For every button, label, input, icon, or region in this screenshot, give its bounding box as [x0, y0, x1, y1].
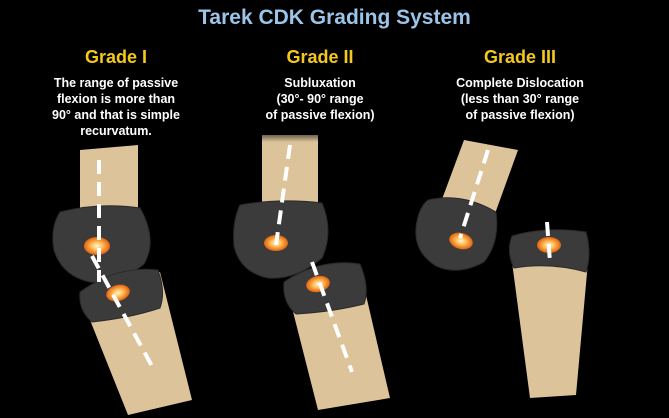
- diagram-title: Tarek CDK Grading System: [198, 6, 471, 29]
- grade-3-description: Complete Dislocation (less than 30° rang…: [456, 76, 584, 122]
- grade-1-femur-ossification-center: [84, 237, 110, 255]
- grade-1-tibia-ossification-center: [106, 284, 130, 302]
- grade-3-illustration: [415, 140, 590, 398]
- grade-2-femur-shaft: [262, 135, 318, 205]
- grade-1-description: The range of passive flexion is more tha…: [52, 76, 180, 138]
- grade-2-illustration: [233, 128, 390, 410]
- grade-3-label: Grade III: [483, 47, 557, 67]
- grade-3-tibia-axis-line: [545, 221, 552, 263]
- grade-3-femur-ossification-center: [449, 232, 473, 250]
- grade-1-illustration: [52, 145, 192, 415]
- grade-3-femur-axis-line: [458, 149, 490, 239]
- grade-2-description: Subluxation (30°- 90° range of passive f…: [265, 76, 375, 122]
- grade-2-label: Grade II: [286, 47, 354, 67]
- grade-1-label: Grade I: [84, 47, 148, 67]
- grade-2-tibia-axis-line: [310, 261, 354, 373]
- grade-1-femur-shaft: [80, 145, 138, 212]
- grade-2-femur-axis-line: [274, 144, 292, 246]
- grade-3-tibia-shaft: [512, 262, 588, 398]
